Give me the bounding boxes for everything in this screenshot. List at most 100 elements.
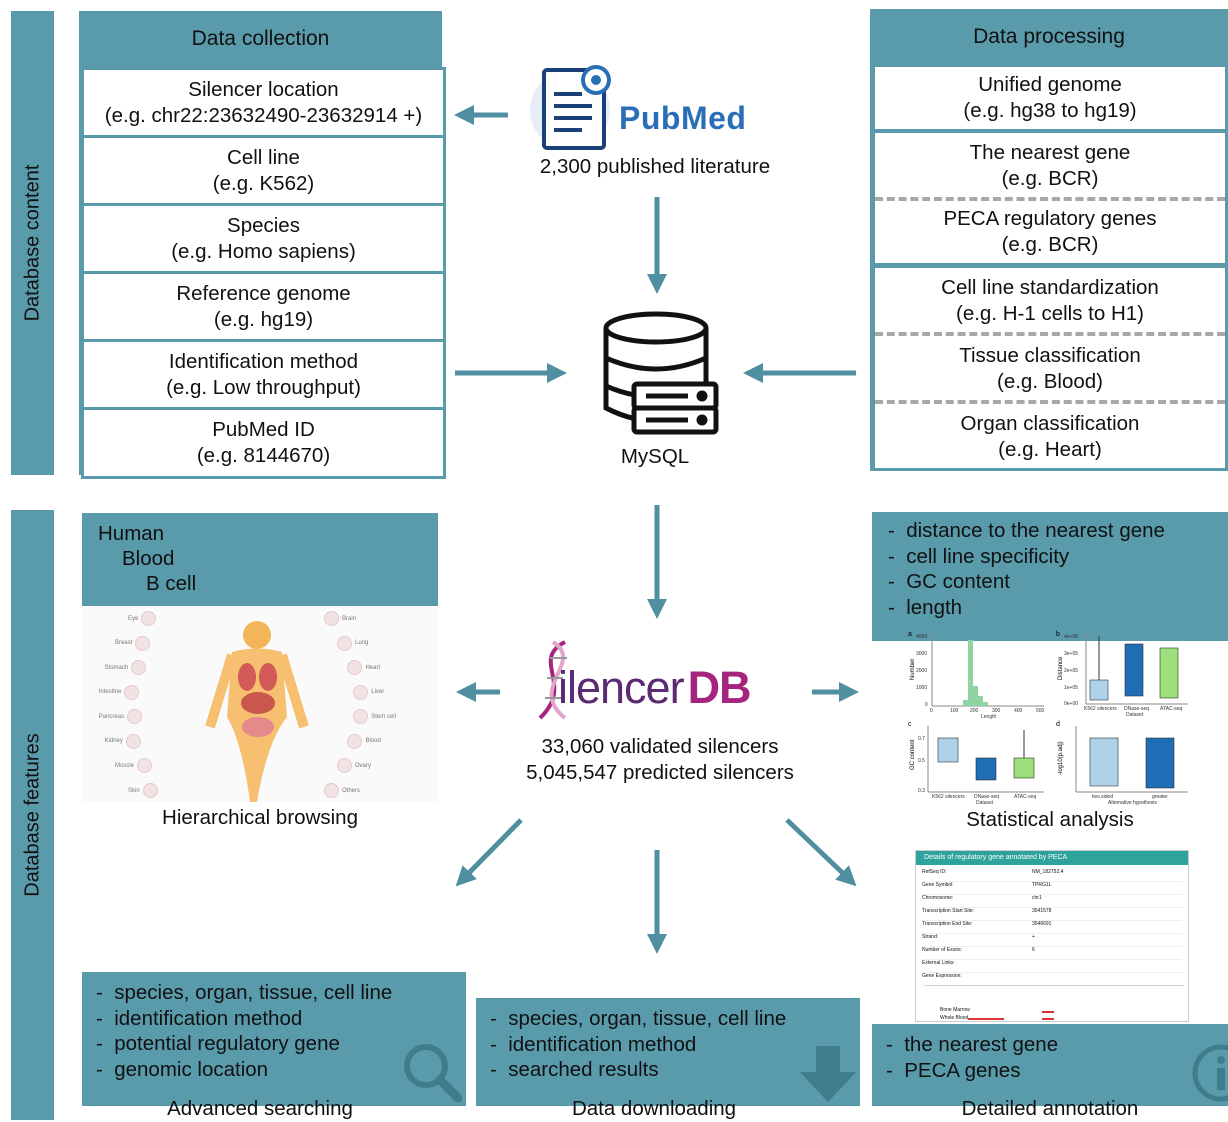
organ-icon-muscle[interactable]: Muscle: [115, 758, 152, 774]
organ-circle-icon: [337, 758, 353, 774]
organ-icon-ovary[interactable]: Ovary: [337, 758, 371, 774]
annotation-caption: Detailed annotation: [961, 1097, 1139, 1120]
organ-icon-lung[interactable]: Lung: [337, 635, 368, 651]
annotation-detail-row: Number of Exons:6: [922, 947, 1182, 960]
svg-text:ATAC-seq: ATAC-seq: [1160, 706, 1183, 712]
svg-text:1000: 1000: [916, 685, 927, 691]
annotation-sample-row: Whole Blood: [940, 1015, 969, 1021]
organ-circle-icon: [142, 783, 158, 798]
svg-text:4e+05: 4e+05: [1064, 634, 1078, 640]
collection-item-name: PubMed ID: [212, 418, 315, 441]
annotation-sample-row: Bone Marrow: [940, 1007, 970, 1013]
document-gear-icon: [530, 65, 611, 150]
organ-icon-skin[interactable]: Skin: [128, 783, 158, 798]
organ-icon-blood[interactable]: Blood: [347, 733, 381, 749]
annotation-screenshot: Details of regulatory gene annotated by …: [915, 850, 1189, 1022]
organ-icon-pancreas[interactable]: Pancreas: [99, 709, 143, 725]
processing-item-peca-genes: PECA regulatory genes (e.g. BCR): [875, 203, 1225, 261]
annotation-detail-row: External Links:: [922, 960, 1182, 973]
hierarchy-level-3: B cell: [146, 572, 197, 595]
statistics-item: length: [888, 595, 1228, 621]
organ-circle-icon: [324, 783, 339, 798]
organ-icon-kidney[interactable]: Kidney: [105, 733, 141, 749]
organ-circle-icon: [131, 660, 147, 676]
collection-item-name: Species: [227, 214, 300, 237]
organ-circle-icon: [136, 758, 152, 774]
processing-item-nearest-gene: The nearest gene (e.g. BCR): [875, 136, 1225, 196]
human-figure-icon: [205, 621, 309, 802]
annotation-feature-box: the nearest gene PECA genes: [872, 1024, 1228, 1106]
statistics-feature-box: distance to the nearest gene cell line s…: [872, 512, 1228, 641]
statistics-item: cell line specificity: [888, 544, 1228, 570]
organ-icon-others[interactable]: Others: [324, 783, 360, 798]
database-features-label: Database features: [21, 733, 43, 897]
organ-icon-brain[interactable]: Brain: [324, 611, 356, 626]
svg-text:0.7: 0.7: [918, 736, 925, 742]
hierarchy-level-1: Human: [98, 522, 165, 545]
svg-text:d: d: [1056, 721, 1060, 728]
annotation-screenshot-header: Details of regulatory gene annotated by …: [916, 851, 1188, 865]
annotation-item: PECA genes: [886, 1058, 1228, 1084]
svg-text:Alternative hypothesis: Alternative hypothesis: [1108, 800, 1157, 806]
organ-icon-heart[interactable]: Heart: [347, 660, 380, 676]
svg-text:0.3: 0.3: [918, 788, 925, 794]
panel-a-ylabel: Number: [910, 659, 916, 680]
processing-item-cell-line-standardization: Cell line standardization (e.g. H-1 cell…: [875, 272, 1225, 330]
histogram-bars: [963, 640, 988, 706]
svg-text:0: 0: [930, 708, 933, 714]
organ-icon-liver[interactable]: Liver: [353, 684, 384, 700]
organ-icon-stomach[interactable]: Stomach: [105, 660, 147, 676]
database-content-label: Database content: [21, 164, 43, 322]
svg-text:100: 100: [950, 708, 959, 714]
organ-circle-icon: [135, 635, 151, 651]
downloading-item: identification method: [490, 1032, 846, 1058]
organ-icon-breast[interactable]: Breast: [115, 635, 151, 651]
annotation-detail-row: Transcription Start Site:3541578: [922, 908, 1182, 921]
svg-text:DNase-seq: DNase-seq: [1124, 706, 1149, 712]
searching-feature-box: species, organ, tissue, cell line identi…: [82, 972, 466, 1106]
organ-circle-icon: [127, 709, 143, 725]
predicted-count: 5,045,547 predicted silencers: [526, 761, 794, 784]
collection-item-name: Reference genome: [176, 282, 351, 305]
svg-text:two.sided: two.sided: [1092, 794, 1113, 800]
svg-text:0e+00: 0e+00: [1064, 701, 1078, 707]
statistics-caption: Statistical analysis: [966, 808, 1134, 831]
svg-text:400: 400: [1014, 708, 1023, 714]
annotation-item: the nearest gene: [886, 1032, 1228, 1058]
svg-text:0.5: 0.5: [918, 758, 925, 764]
hierarchy-level-2: Blood: [122, 547, 175, 570]
svg-text:Dataset: Dataset: [976, 800, 994, 806]
collection-item-example: (e.g. chr22:23632490-23632914 +): [104, 104, 423, 127]
svg-text:3000: 3000: [916, 651, 927, 657]
organ-icon-intestine[interactable]: Intestine: [99, 684, 140, 700]
downloading-item: searched results: [490, 1057, 846, 1083]
organ-circle-icon: [324, 611, 339, 626]
collection-item-reference-genome: Reference genome (e.g. hg19): [81, 271, 446, 343]
svg-text:DNase-seq: DNase-seq: [974, 794, 999, 800]
organ-icon-stem-cell[interactable]: Stem cell: [353, 709, 396, 725]
collection-item-example: (e.g. hg19): [213, 308, 314, 331]
svg-text:0: 0: [925, 702, 928, 708]
pubmed-caption: 2,300 published literature: [539, 155, 771, 178]
svg-text:1e+05: 1e+05: [1064, 685, 1078, 691]
svg-text:200: 200: [970, 708, 979, 714]
organ-circle-icon: [353, 684, 369, 700]
searching-item: genomic location: [96, 1057, 452, 1083]
searching-item: potential regulatory gene: [96, 1031, 452, 1057]
svg-text:2e+05: 2e+05: [1064, 668, 1078, 674]
arrow-to-searching: [455, 818, 523, 887]
database-content-bar: Database content: [11, 11, 54, 475]
data-collection-title: Data collection: [79, 11, 442, 67]
searching-item: identification method: [96, 1006, 452, 1032]
organ-icon-eye[interactable]: Eye: [128, 611, 157, 626]
collection-item-example: (e.g. K562): [212, 172, 315, 195]
boxplot-b: [1089, 636, 1179, 701]
collection-item-example: (e.g. 8144670): [196, 444, 331, 467]
svg-text:K562 silencers: K562 silencers: [1084, 706, 1117, 712]
validated-count: 33,060 validated silencers: [541, 735, 779, 758]
collection-item-example: (e.g. Low throughput): [166, 376, 361, 399]
svg-text:3e+05: 3e+05: [1064, 651, 1078, 657]
collection-item-pubmed-id: PubMed ID (e.g. 8144670): [81, 407, 446, 479]
